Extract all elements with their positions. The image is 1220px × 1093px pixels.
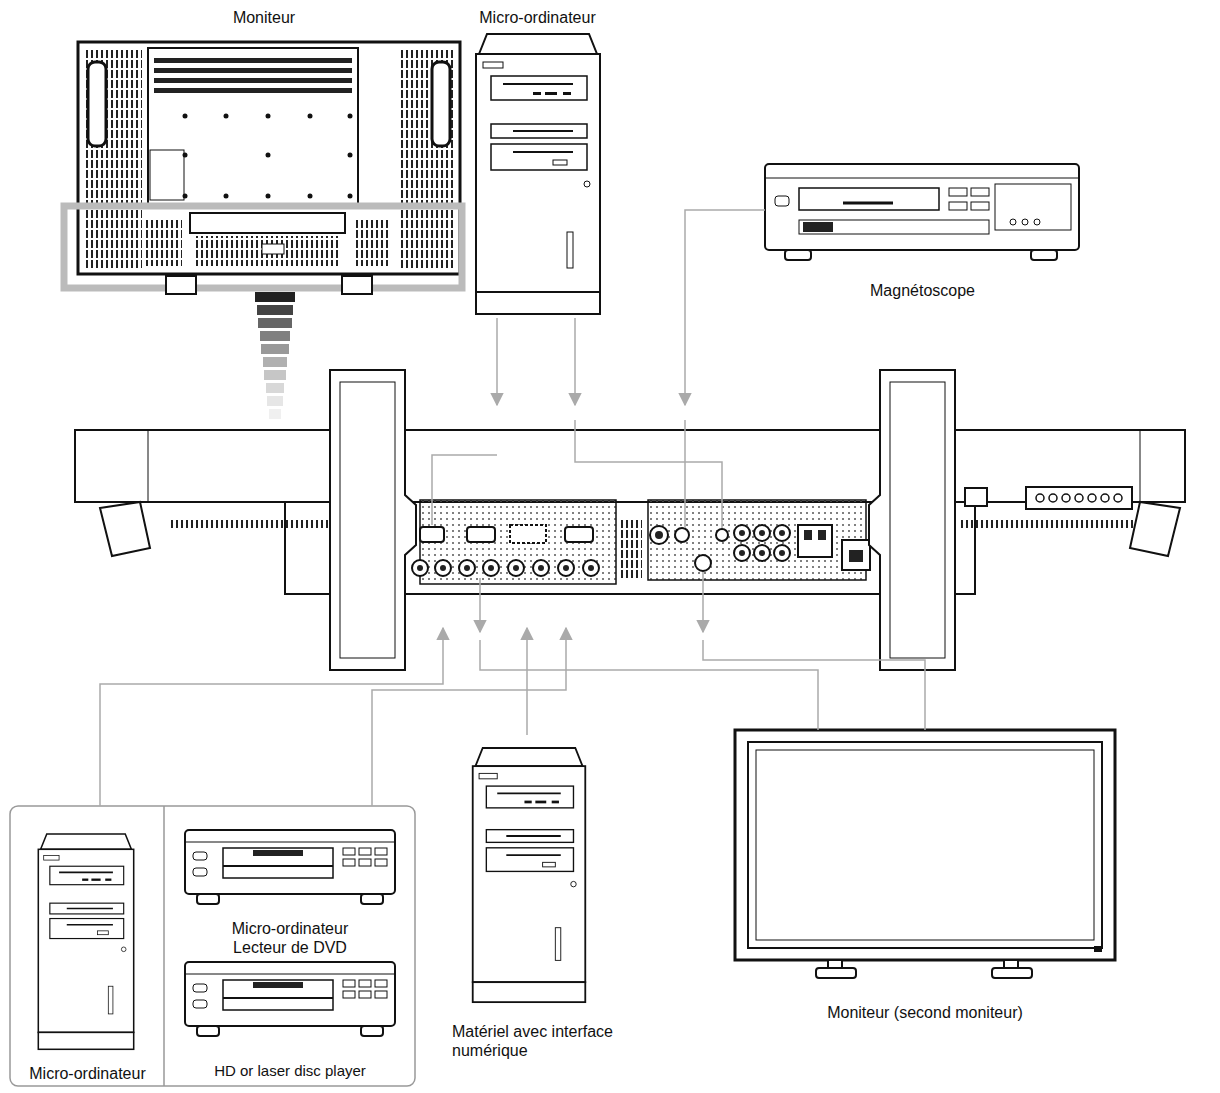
device-label: Micro-ordinateur <box>479 8 595 27</box>
monitor-back <box>64 42 462 294</box>
device-label-box: HD or laser disc player <box>170 955 410 1080</box>
computer-tower <box>473 748 586 1002</box>
device-label-box: Moniteur <box>62 8 466 298</box>
device-label-box: Magnétoscope <box>760 150 1085 300</box>
computer-tower <box>476 34 600 314</box>
cables <box>100 210 925 806</box>
monitor-connector-panel <box>75 370 1185 670</box>
device-label: Matériel avec interface numérique <box>452 1022 630 1060</box>
computer-tower <box>38 834 133 1049</box>
device-label: Magnétoscope <box>870 281 975 300</box>
device-label: HD or laser disc player <box>214 1061 366 1080</box>
device-group-frame <box>10 806 415 1086</box>
zoom-indicator <box>255 292 295 419</box>
device-label-box: Micro-ordinateur <box>15 818 160 1083</box>
device-label: Micro-ordinateur Lecteur de DVD <box>225 919 355 957</box>
device-label-box: Micro-ordinateur Lecteur de DVD <box>170 822 410 957</box>
device-label: Moniteur <box>233 8 295 27</box>
device-label-box: Micro-ordinateur <box>455 8 620 320</box>
device-label: Micro-ordinateur <box>29 1064 145 1083</box>
second-monitor <box>735 730 1115 978</box>
device-label-box: Matériel avec interface numérique <box>452 728 652 1060</box>
device-label-box: Moniteur (second moniteur) <box>725 722 1125 1022</box>
device-label: Moniteur (second moniteur) <box>827 1003 1023 1022</box>
dvd-player <box>185 830 395 904</box>
vcr <box>765 164 1079 260</box>
disc-player <box>185 962 395 1036</box>
